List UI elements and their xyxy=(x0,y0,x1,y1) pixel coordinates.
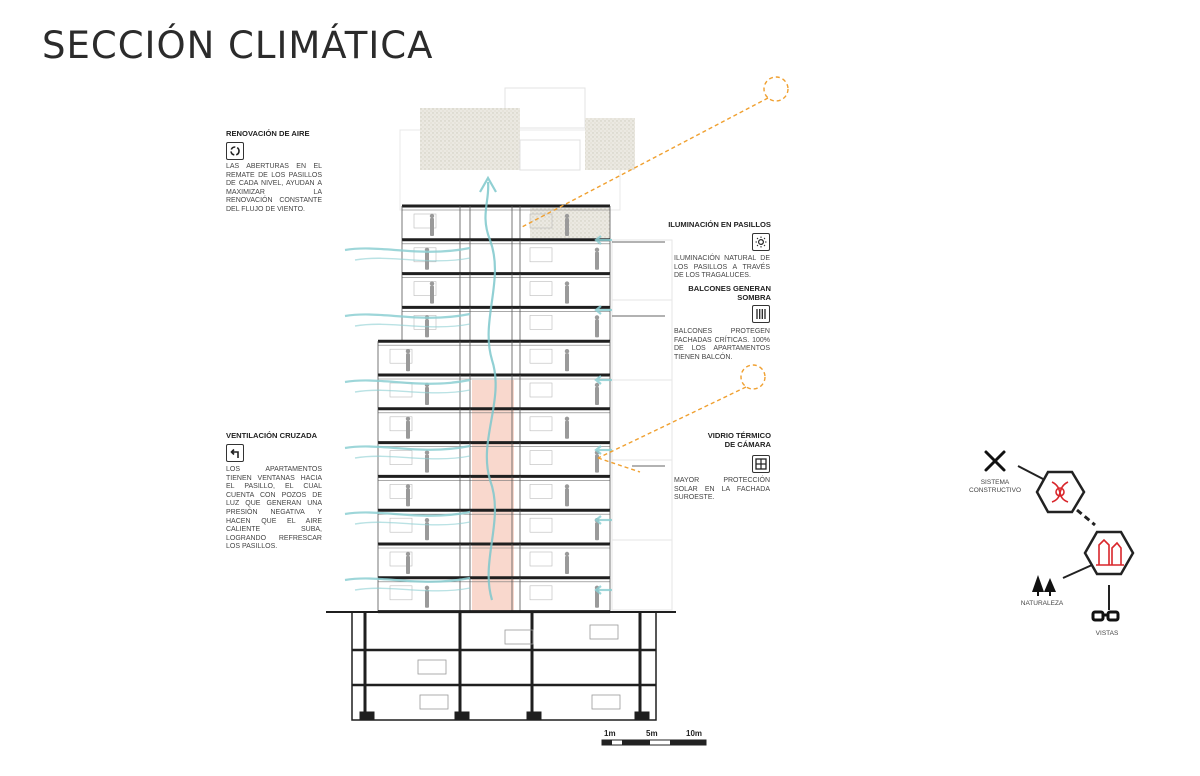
person-figure xyxy=(565,218,569,236)
annotation-ventilacion: VENTILACIÓN CRUZADA xyxy=(226,431,322,441)
iluminacion-body-wrap: ILUMINACIÓN NATURAL DE LOS PASILLOS A TR… xyxy=(674,255,770,281)
person-figure xyxy=(425,589,429,608)
annotation-balcones: BALCONES GENERAN SOMBRA xyxy=(665,284,771,302)
balcones-heading-2: SOMBRA xyxy=(737,292,771,302)
node-label-vistas: VISTAS xyxy=(1095,630,1119,637)
renovacion-heading: RENOVACIÓN DE AIRE xyxy=(226,129,310,138)
scale-label-10m: 10m xyxy=(686,729,703,738)
person-figure xyxy=(565,556,569,574)
glasses-icon xyxy=(1091,610,1120,622)
person-figure xyxy=(595,522,599,541)
person-figure xyxy=(425,454,429,473)
person-figure xyxy=(595,589,599,608)
iluminacion-body: ILUMINACIÓN NATURAL DE LOS PASILLOS A TR… xyxy=(674,255,770,280)
tools-icon xyxy=(984,450,1006,472)
person-figure xyxy=(406,488,410,507)
person-figure xyxy=(565,420,569,439)
vidrio-heading-1: VIDRIO TÉRMICO xyxy=(707,431,771,440)
sun-path-lines xyxy=(519,76,789,473)
person-figure xyxy=(565,285,569,304)
back-volume xyxy=(611,239,673,611)
person-figure xyxy=(406,420,410,439)
iluminacion-heading: ILUMINACIÓN EN PASILLOS xyxy=(668,220,771,229)
node-label-naturaleza: NATURALEZA xyxy=(1020,600,1064,607)
balcones-body-wrap: BALCONES PROTEGEN FACHADAS CRÍTICAS. 100… xyxy=(674,328,770,362)
scale-label-1m: 1m xyxy=(604,729,616,738)
person-figure xyxy=(430,218,434,236)
louvers-icon xyxy=(752,305,770,323)
vidrio-body-wrap: MAYOR PROTECCIÓN SOLAR EN LA FACHADA SUR… xyxy=(674,477,770,503)
scale-label-5m: 5m xyxy=(646,729,658,738)
recycle-arrows-icon xyxy=(226,142,244,160)
corridor-updraft xyxy=(479,175,497,601)
renovacion-body-wrap: LAS ABERTURAS EN EL REMATE DE LOS PASILL… xyxy=(226,163,322,215)
trees-icon xyxy=(1032,575,1056,596)
rooftop-volume xyxy=(399,87,635,238)
person-figure xyxy=(565,488,569,507)
person-figure xyxy=(425,522,429,541)
air-flow-arrows xyxy=(344,235,612,595)
annotation-vidrio: VIDRIO TÉRMICO DE CÁMARA xyxy=(665,431,771,449)
node-label-sistema: SISTEMA CONSTRUCTIVO xyxy=(969,479,1021,494)
renovacion-body: LAS ABERTURAS EN EL REMATE DE LOS PASILL… xyxy=(226,163,322,213)
page-title: SECCIÓN CLIMÁTICA xyxy=(42,24,434,67)
person-figure xyxy=(430,285,434,304)
ventilacion-body-wrap: LOS APARTAMENTOS TIENEN VENTANAS HACIA E… xyxy=(226,466,322,552)
person-figure xyxy=(425,319,429,338)
person-figure xyxy=(595,387,599,405)
vidrio-body: MAYOR PROTECCIÓN SOLAR EN LA FACHADA SUR… xyxy=(674,477,770,502)
person-figure xyxy=(406,556,410,574)
ventilacion-body: LOS APARTAMENTOS TIENEN VENTANAS HACIA E… xyxy=(226,466,322,551)
person-figure xyxy=(406,353,410,372)
person-figure xyxy=(425,387,429,405)
balcones-body: BALCONES PROTEGEN FACHADAS CRÍTICAS. 100… xyxy=(674,328,770,361)
balcones-heading-1: BALCONES GENERAN xyxy=(688,284,771,293)
annotation-iluminacion: ILUMINACIÓN EN PASILLOS xyxy=(665,220,771,230)
vidrio-heading-2: DE CÁMARA xyxy=(724,439,771,449)
sun-icon xyxy=(752,233,770,251)
leader-lines xyxy=(612,241,665,467)
person-figure xyxy=(595,251,599,270)
window-pane-icon xyxy=(752,455,770,473)
person-figure xyxy=(595,454,599,473)
basement xyxy=(326,611,676,721)
ventilacion-heading: VENTILACIÓN CRUZADA xyxy=(226,431,318,440)
person-figure xyxy=(565,353,569,372)
relationship-diagram xyxy=(984,450,1135,622)
person-figure xyxy=(595,319,599,338)
annotation-renovacion: RENOVACIÓN DE AIRE xyxy=(226,129,322,139)
scale-bar xyxy=(601,739,707,746)
turn-arrow-icon xyxy=(226,444,244,462)
